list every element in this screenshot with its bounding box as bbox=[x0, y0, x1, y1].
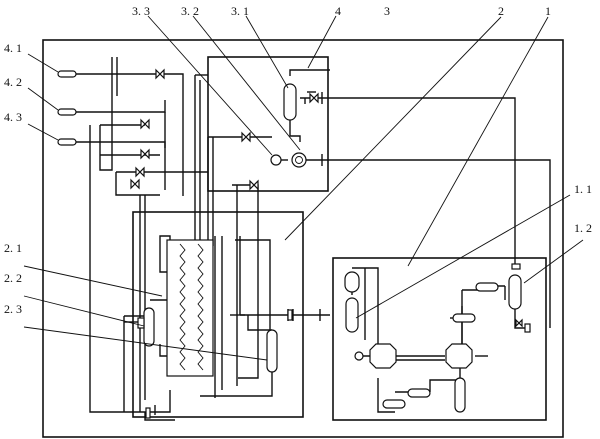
separator-2-3 bbox=[266, 329, 278, 373]
valve-top-2 bbox=[309, 92, 319, 104]
label-4: 4 bbox=[335, 4, 341, 18]
label-2: 2 bbox=[498, 4, 504, 18]
label-3: 3 bbox=[384, 4, 390, 18]
valve-top-8 bbox=[130, 178, 140, 190]
drum-1-horizontal-b bbox=[452, 313, 476, 323]
piping-group-2 bbox=[123, 195, 330, 421]
pump-3-3 bbox=[270, 154, 282, 166]
valve-1-a bbox=[515, 318, 523, 328]
flange-2-c bbox=[145, 407, 151, 419]
label-4-2: 4. 2 bbox=[4, 75, 22, 89]
separator-1-2 bbox=[508, 274, 522, 310]
separator-2-2 bbox=[143, 307, 155, 347]
valve-top-3 bbox=[241, 131, 251, 143]
piping-group-1 bbox=[351, 267, 530, 413]
flange-1-a bbox=[511, 263, 521, 270]
reactor-right bbox=[445, 343, 473, 369]
label-3-2: 3. 2 bbox=[181, 4, 199, 18]
equipment-group-2 bbox=[137, 239, 293, 419]
drum-1-horizontal-a bbox=[475, 282, 499, 292]
flange-2-b bbox=[287, 309, 293, 321]
heat-exchanger-2-1 bbox=[166, 239, 214, 377]
inlet-4-2 bbox=[57, 108, 77, 116]
separator-3-1 bbox=[283, 83, 297, 121]
drum-1-horizontal-c bbox=[407, 388, 431, 398]
pump-3-2-core bbox=[295, 156, 303, 164]
label-2-3: 2. 3 bbox=[4, 302, 22, 316]
vessel-1-top bbox=[344, 271, 360, 293]
flange-1-b bbox=[524, 323, 531, 333]
valve-top-4 bbox=[140, 118, 150, 130]
label-2-1: 2. 1 bbox=[4, 241, 22, 255]
flange-2-a bbox=[137, 317, 145, 329]
valve-top-7 bbox=[249, 179, 259, 191]
enclosure-3 bbox=[207, 56, 329, 192]
pump-1 bbox=[354, 351, 364, 361]
piping-top bbox=[75, 57, 551, 413]
inlet-4-3 bbox=[57, 138, 77, 146]
label-3-1: 3. 1 bbox=[231, 4, 249, 18]
enclosure-4-outer bbox=[42, 39, 564, 438]
inlet-4-1 bbox=[57, 70, 77, 78]
drum-1-horizontal-d bbox=[382, 399, 406, 409]
label-1: 1 bbox=[545, 4, 551, 18]
label-1-2: 1. 2 bbox=[574, 221, 592, 235]
label-2-2: 2. 2 bbox=[4, 271, 22, 285]
valve-top-5 bbox=[140, 148, 150, 160]
label-3-3: 3. 3 bbox=[132, 4, 150, 18]
reactor-left bbox=[369, 343, 397, 369]
coil-left bbox=[179, 243, 186, 371]
label-1-1: 1. 1 bbox=[574, 182, 592, 196]
separator-1-bottom bbox=[454, 377, 466, 413]
separator-1-1 bbox=[345, 297, 359, 333]
equipment-group-4 bbox=[57, 70, 77, 146]
valve-top-6 bbox=[135, 166, 145, 178]
valve-top-1 bbox=[155, 68, 165, 80]
pump-3-2 bbox=[291, 152, 307, 168]
coil-right bbox=[197, 243, 204, 371]
label-4-3: 4. 3 bbox=[4, 110, 22, 124]
label-4-1: 4. 1 bbox=[4, 41, 22, 55]
equipment-group-1 bbox=[344, 263, 531, 413]
leader-lines bbox=[23, 15, 584, 361]
enclosure-1 bbox=[332, 257, 547, 421]
equipment-group-3 bbox=[130, 68, 319, 191]
